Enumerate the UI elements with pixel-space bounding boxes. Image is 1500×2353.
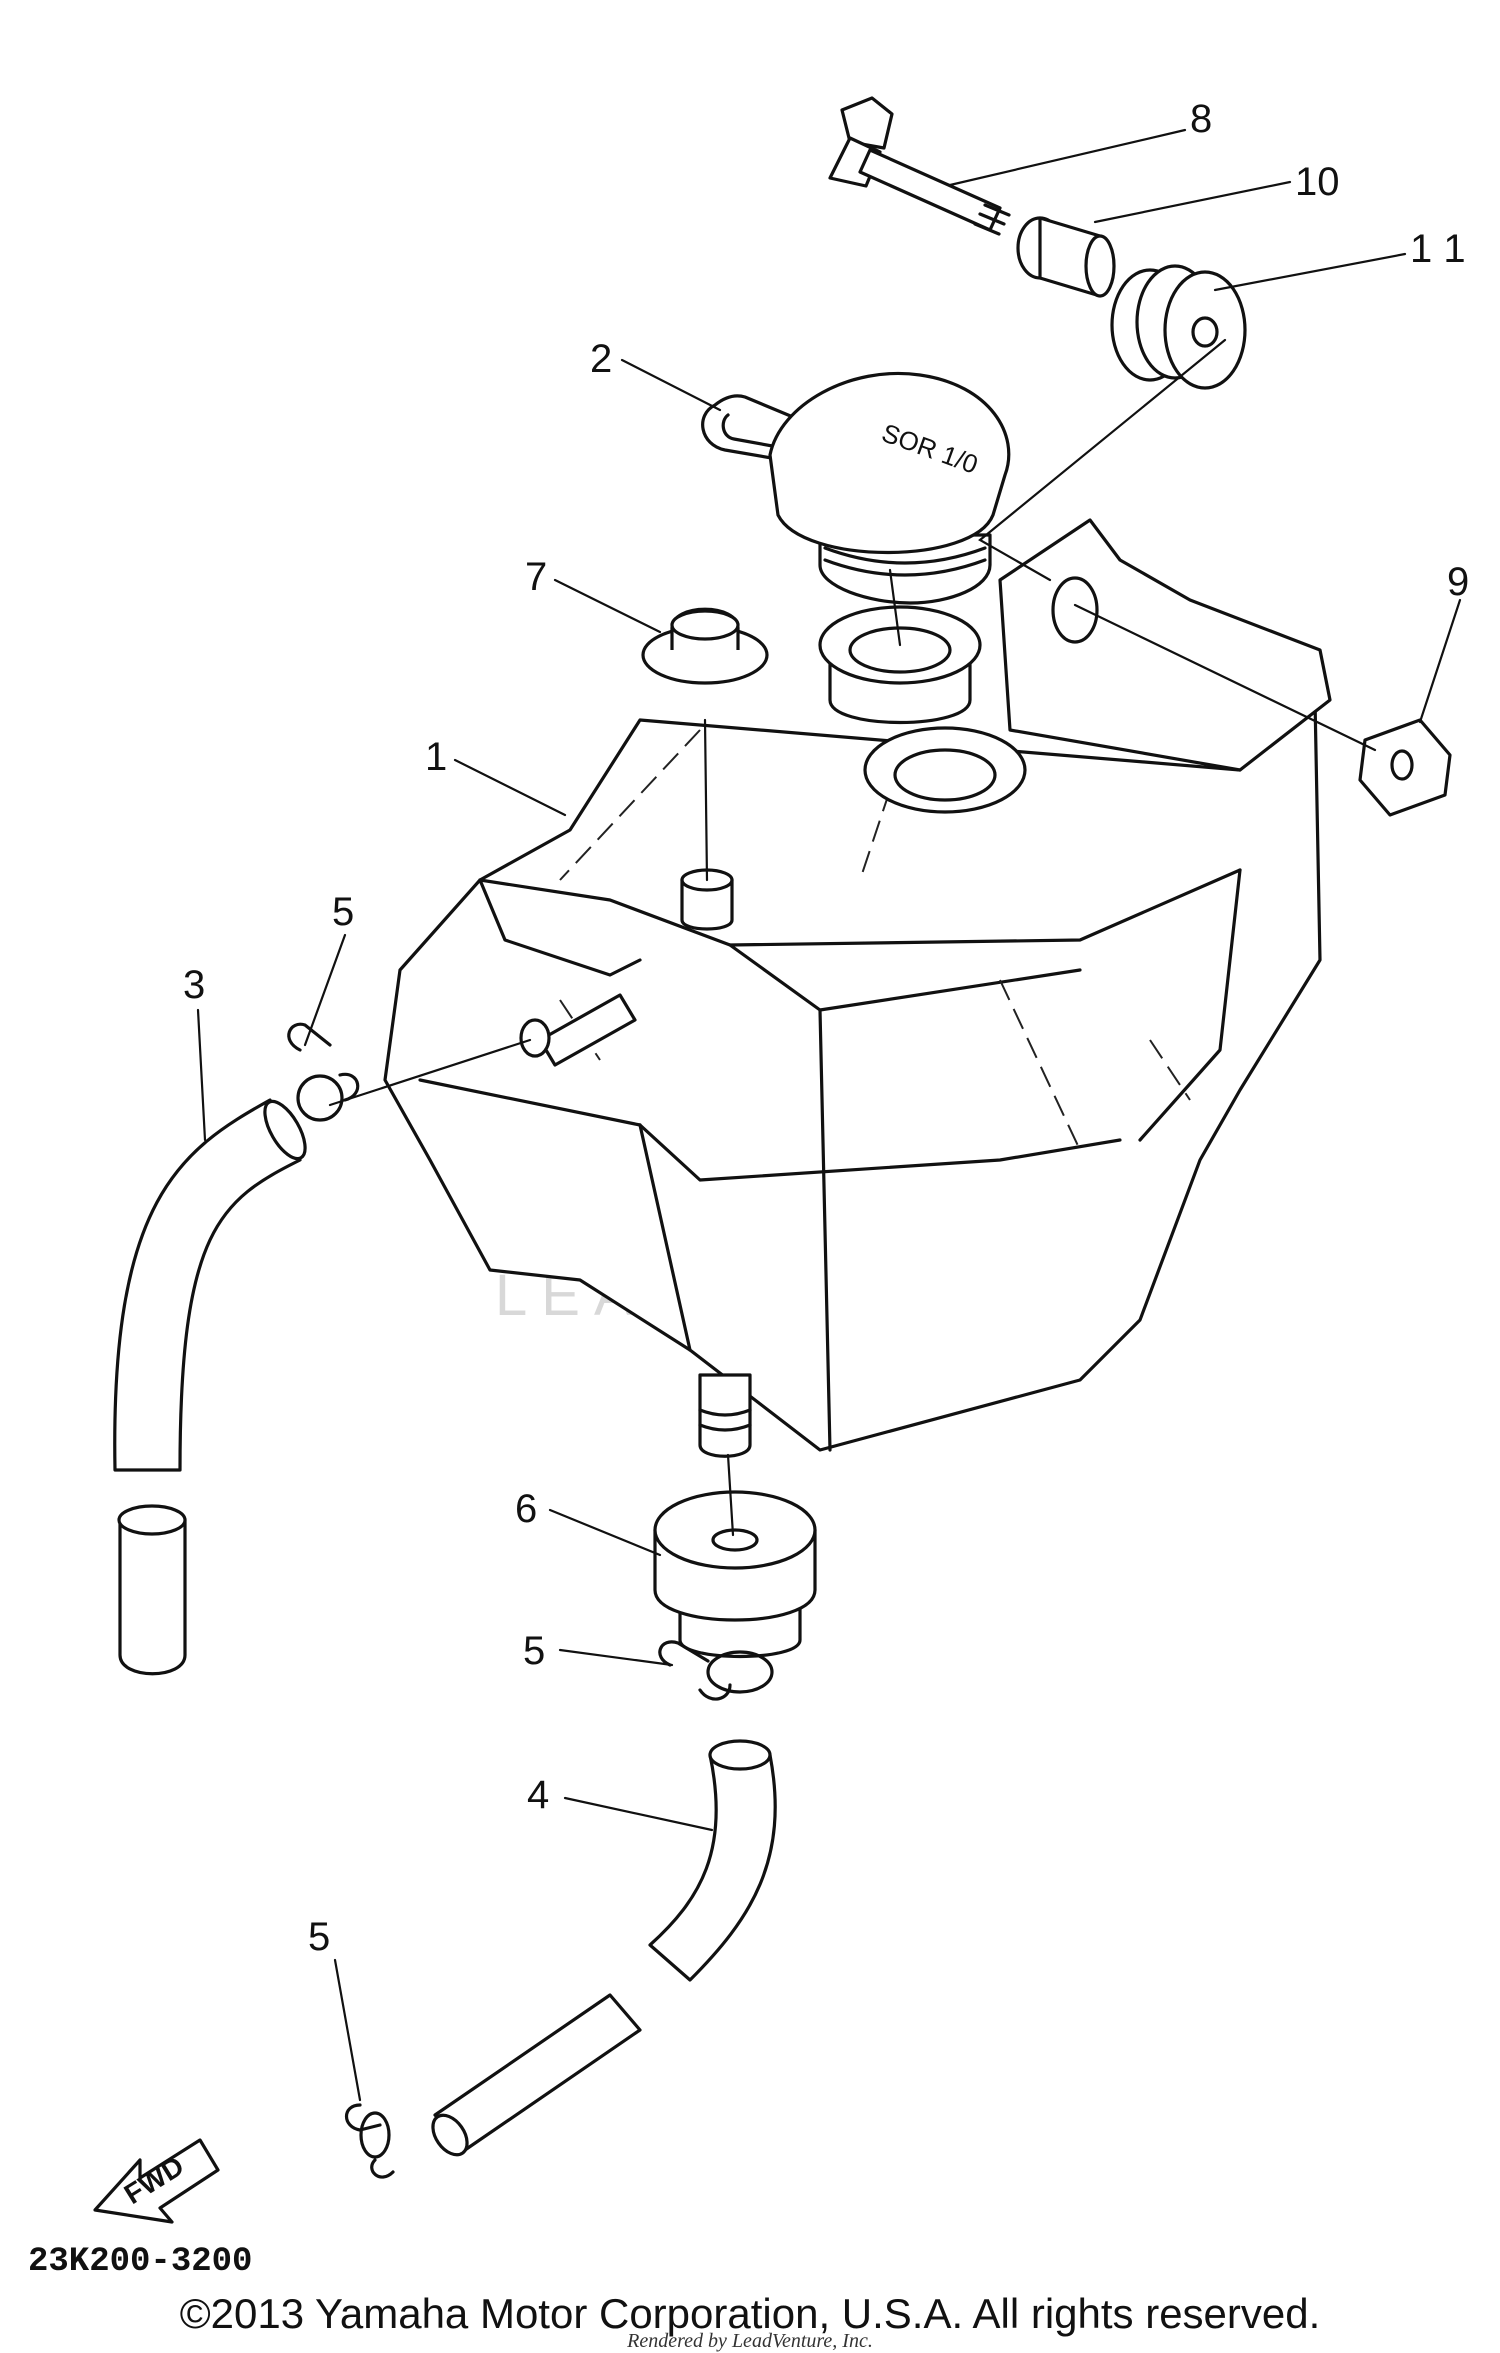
callout-7: 7	[525, 555, 547, 599]
part-number: 23K200-3200	[28, 2243, 252, 2281]
callout-9: 9	[1447, 560, 1469, 604]
callout-5-lower: 5	[308, 1915, 330, 1959]
leader-lines	[196, 128, 1462, 2102]
callout-11: 1 1	[1410, 227, 1466, 271]
callout-4: 4	[527, 1773, 549, 1817]
copyright-notice: ©2013 Yamaha Motor Corporation, U.S.A. A…	[179, 2290, 1321, 2337]
part-11-grommet	[1110, 264, 1247, 390]
part-5-clamp-upper	[287, 1022, 360, 1122]
callout-1: 1	[425, 735, 447, 779]
part-10-collar	[1016, 216, 1116, 298]
part-9-nut	[1358, 718, 1452, 817]
part-6-grommet	[653, 1490, 817, 1659]
callout-5-upper: 5	[332, 890, 354, 934]
part-1-oil-tank	[383, 518, 1332, 1458]
part-5-clamp-middle	[658, 1640, 774, 1701]
part-4-hose	[431, 1739, 777, 2157]
callout-10: 10	[1295, 160, 1340, 204]
part-8-wing-bolt	[828, 96, 1011, 236]
part-7-grommet	[641, 607, 769, 685]
callout-labels: 8 10 1 1 2 7 9 1 5 3 6 5 4 5	[183, 97, 1469, 1959]
rendered-by-notice: Rendered by LeadVenture, Inc.	[627, 2330, 873, 2352]
callout-5-middle: 5	[523, 1629, 545, 1673]
callout-8: 8	[1190, 97, 1212, 141]
part-5-clamp-lower	[344, 2103, 395, 2179]
part-2-filler-cap: SOR 1/0	[701, 371, 1011, 605]
part-3-hose	[113, 1098, 307, 1676]
callout-3: 3	[183, 963, 205, 1007]
callout-2: 2	[590, 337, 612, 381]
callout-6: 6	[515, 1487, 537, 1531]
fwd-arrow-icon: FWD	[93, 2138, 220, 2224]
